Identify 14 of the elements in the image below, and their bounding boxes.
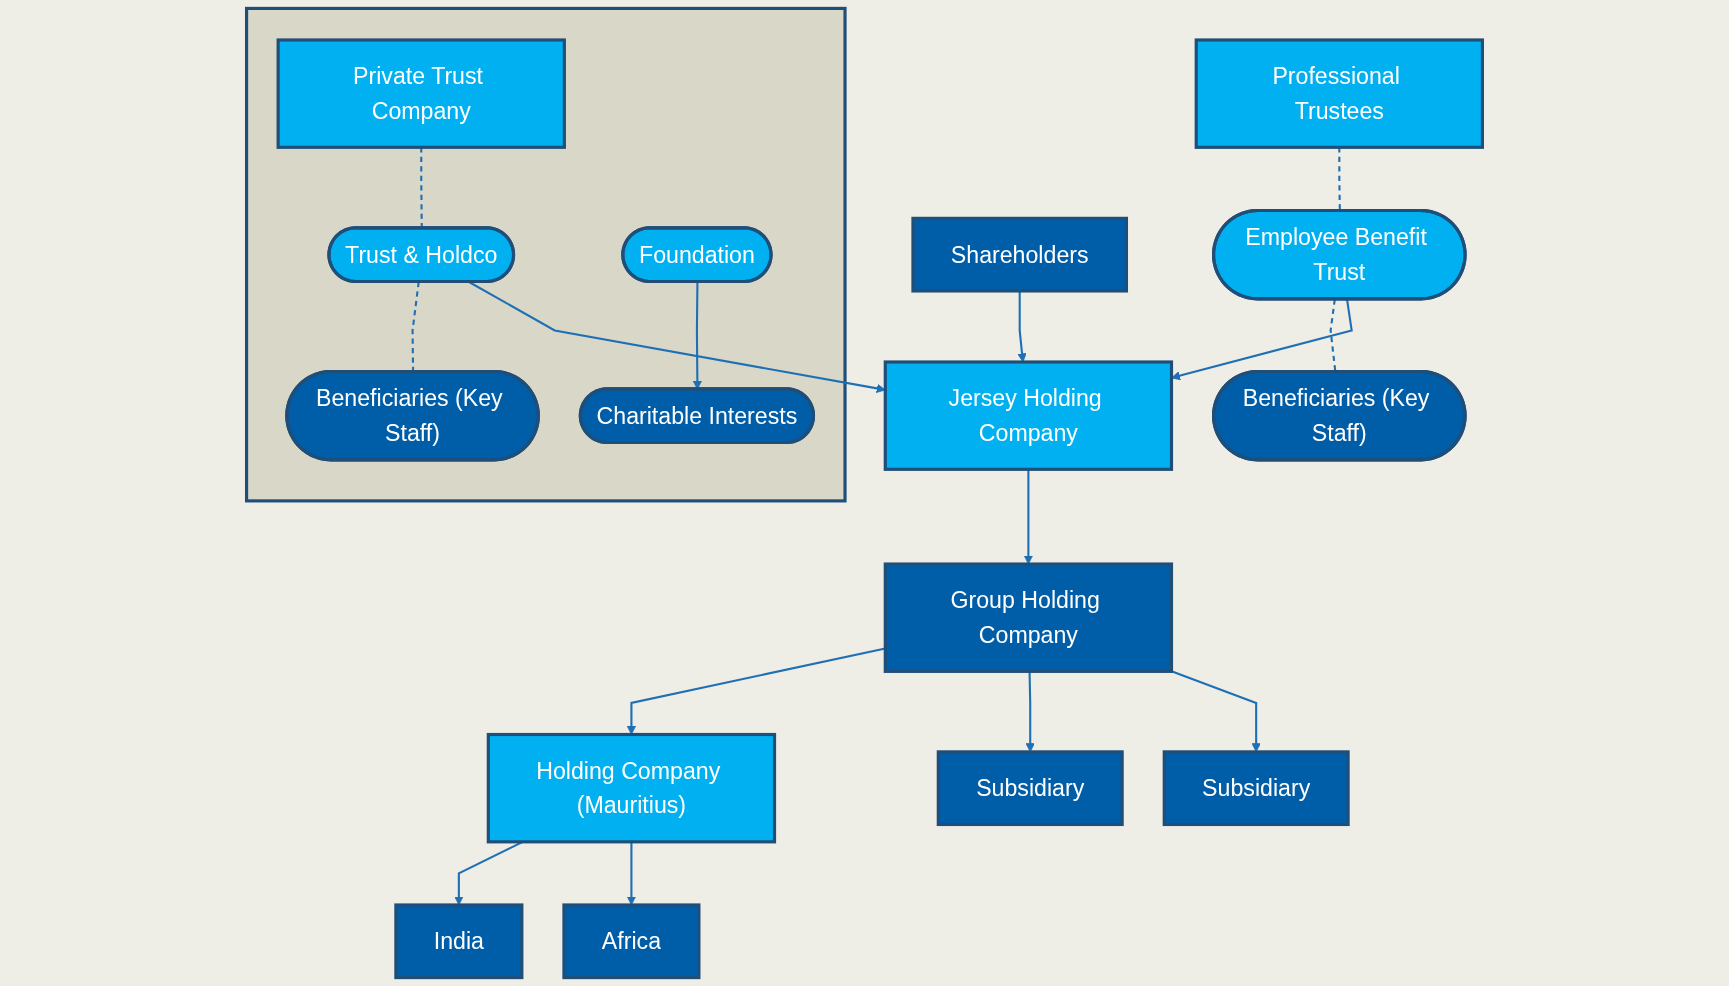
cluster — [245, 6, 847, 503]
node-box: Group Holding Company — [883, 562, 1174, 673]
node-box: Holding Company (Mauritius) — [486, 732, 777, 844]
connector — [411, 281, 420, 372]
connector — [1338, 147, 1341, 211]
node-box: Jersey Holding Company — [883, 360, 1174, 471]
arrow — [1023, 469, 1033, 565]
node-box: India — [394, 903, 524, 980]
node-box: Professional Trustees — [1194, 38, 1484, 149]
node-box: Africa — [562, 903, 701, 980]
node-box: Shareholders — [911, 216, 1128, 293]
node-box: Private Trust Company — [276, 38, 566, 149]
node-box: Subsidiary — [936, 750, 1124, 827]
node-box: Subsidiary — [1162, 750, 1350, 827]
